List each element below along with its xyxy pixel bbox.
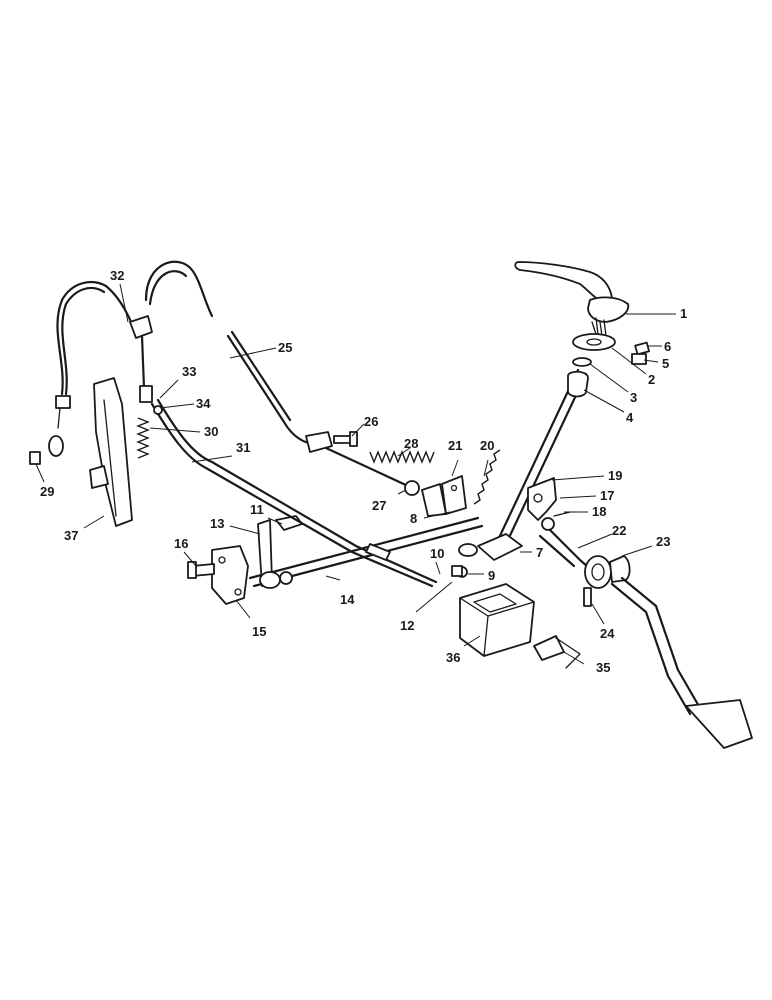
leader-lines: [35, 283, 676, 665]
callout-6: 6: [664, 339, 671, 354]
callout-2: 2: [648, 372, 655, 387]
washer-2-hole: [586, 338, 602, 346]
callout-24: 24: [600, 626, 615, 641]
callout-11: 11: [250, 502, 264, 517]
rod-27-end: [404, 480, 420, 496]
cable-25: [144, 260, 333, 453]
bolt-29: [29, 451, 41, 465]
callout-3: 3: [630, 390, 637, 405]
accelerator-pedal-37: [89, 377, 133, 527]
callout-33: 33: [182, 364, 196, 379]
gear-lever-handle: [514, 261, 630, 337]
bracket-13-15: [211, 519, 293, 605]
callout-31: 31: [236, 440, 250, 455]
callout-9: 9: [488, 568, 495, 583]
bolt-16: [187, 561, 215, 579]
bracket-21: [421, 475, 467, 517]
washer-3: [572, 357, 592, 367]
gear-lever-shaft: [458, 368, 589, 561]
callout-27: 27: [372, 498, 386, 513]
callout-14: 14: [340, 592, 355, 607]
pin-24: [583, 587, 592, 607]
spring-20: [473, 449, 501, 505]
callout-29: 29: [40, 484, 54, 499]
callout-7: 7: [536, 545, 543, 560]
callout-34: 34: [196, 396, 211, 411]
spring-30: [136, 385, 163, 459]
callout-37: 37: [64, 528, 78, 543]
callout-28: 28: [404, 436, 418, 451]
callout-1: 1: [680, 306, 687, 321]
cable-31: [150, 398, 438, 588]
callout-23: 23: [656, 534, 670, 549]
callout-10: 10: [430, 546, 444, 561]
fitting-9-12: [451, 565, 468, 578]
callout-12: 12: [400, 618, 414, 633]
callout-13: 13: [210, 516, 224, 531]
washer-2: [572, 333, 616, 351]
callout-32: 32: [110, 268, 124, 283]
callout-20: 20: [480, 438, 494, 453]
spring-28: [369, 450, 435, 464]
callout-30: 30: [204, 424, 218, 439]
callout-18: 18: [592, 504, 606, 519]
callout-19: 19: [608, 468, 622, 483]
callout-26: 26: [364, 414, 378, 429]
pin-35: [533, 635, 581, 669]
callout-4: 4: [626, 410, 634, 425]
callout-8: 8: [410, 511, 417, 526]
callout-36: 36: [446, 650, 460, 665]
cable-32: [48, 281, 153, 457]
callout-25: 25: [278, 340, 292, 355]
callout-35: 35: [596, 660, 610, 675]
bracket-17-19: [527, 477, 571, 531]
clutch-pedal: [538, 526, 753, 749]
callout-15: 15: [252, 624, 266, 639]
callout-16: 16: [174, 536, 188, 551]
bolt-26: [333, 431, 358, 447]
callout-labels: 1 2 3 4 5 6 7 8 9 10 11 12 13 14 15 16 1…: [40, 268, 687, 675]
callout-5: 5: [662, 356, 669, 371]
bolt-5-6: [631, 341, 650, 365]
callout-21: 21: [448, 438, 462, 453]
rod-27: [324, 446, 410, 488]
callout-22: 22: [612, 523, 626, 538]
reservoir-36: [459, 583, 535, 657]
callout-17: 17: [600, 488, 614, 503]
